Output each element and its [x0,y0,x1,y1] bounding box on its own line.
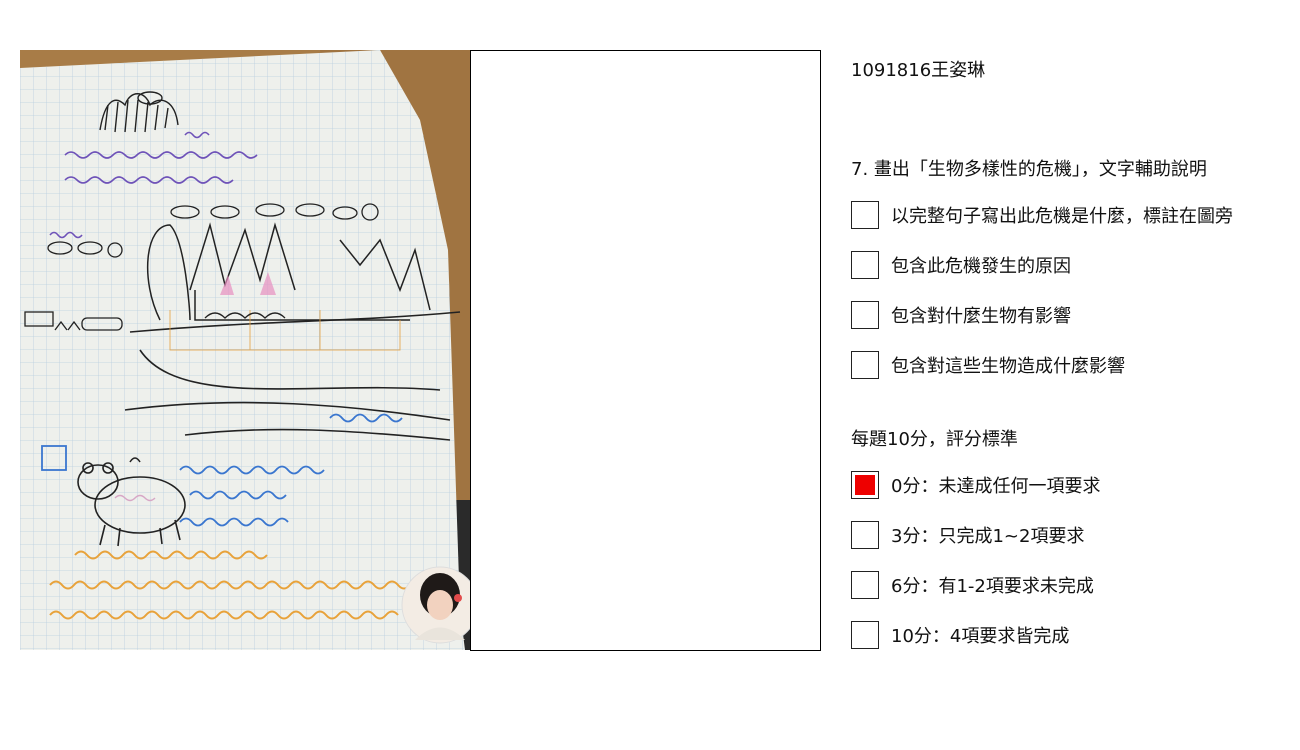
criterion-label: 包含此危機發生的原因 [891,256,1071,277]
score-checkbox[interactable] [851,571,879,599]
cloud-row [47,203,379,258]
score-label: 3分：只完成1~2項要求 [891,526,1085,547]
drawing-photo-image [20,50,470,650]
score-option[interactable]: 10分：4項要求皆完成 [851,620,1069,650]
criterion-item[interactable]: 包含對這些生物造成什麼影響 [851,350,1125,380]
criterion-label: 包含對什麼生物有影響 [891,306,1071,327]
score-checkbox[interactable] [851,621,879,649]
avatar-overlay [401,566,470,644]
student-id-name: 1091816王姿琳 [851,60,986,81]
question-title: 7. 畫出「生物多樣性的危機」，文字輔助說明 [851,159,1207,180]
anemone-sketch [99,91,179,133]
criterion-label: 以完整句子寫出此危機是什麼，標註在圖旁 [891,206,1233,227]
purple-handwriting [49,131,258,239]
criterion-label: 包含對這些生物造成什麼影響 [891,356,1125,377]
score-checkbox[interactable] [851,521,879,549]
river-curves [124,311,461,441]
criterion-item[interactable]: 包含對什麼生物有影響 [851,300,1071,330]
polar-bear-sketch [77,457,186,547]
score-label: 6分：有1-2項要求未完成 [891,576,1094,597]
orange-handwriting [49,550,423,620]
criterion-checkbox[interactable] [851,201,879,229]
criterion-checkbox[interactable] [851,251,879,279]
checked-fill [855,475,875,495]
score-option[interactable]: 0分：未達成任何一項要求 [851,470,1100,500]
scoring-title: 每題10分，評分標準 [851,429,1018,450]
ground-objects [24,311,286,331]
criterion-item[interactable]: 包含此危機發生的原因 [851,250,1071,280]
criterion-checkbox[interactable] [851,351,879,379]
score-label: 10分：4項要求皆完成 [891,626,1070,647]
blue-handwriting [41,413,403,527]
criterion-checkbox[interactable] [851,301,879,329]
score-checkbox-checked[interactable] [851,471,879,499]
score-option[interactable]: 3分：只完成1~2項要求 [851,520,1084,550]
blank-answer-area[interactable] [470,50,821,651]
score-label: 0分：未達成任何一項要求 [891,476,1101,497]
criterion-item[interactable]: 以完整句子寫出此危機是什麼，標註在圖旁 [851,200,1233,230]
score-option[interactable]: 6分：有1-2項要求未完成 [851,570,1094,600]
student-drawing-photo [20,50,470,650]
